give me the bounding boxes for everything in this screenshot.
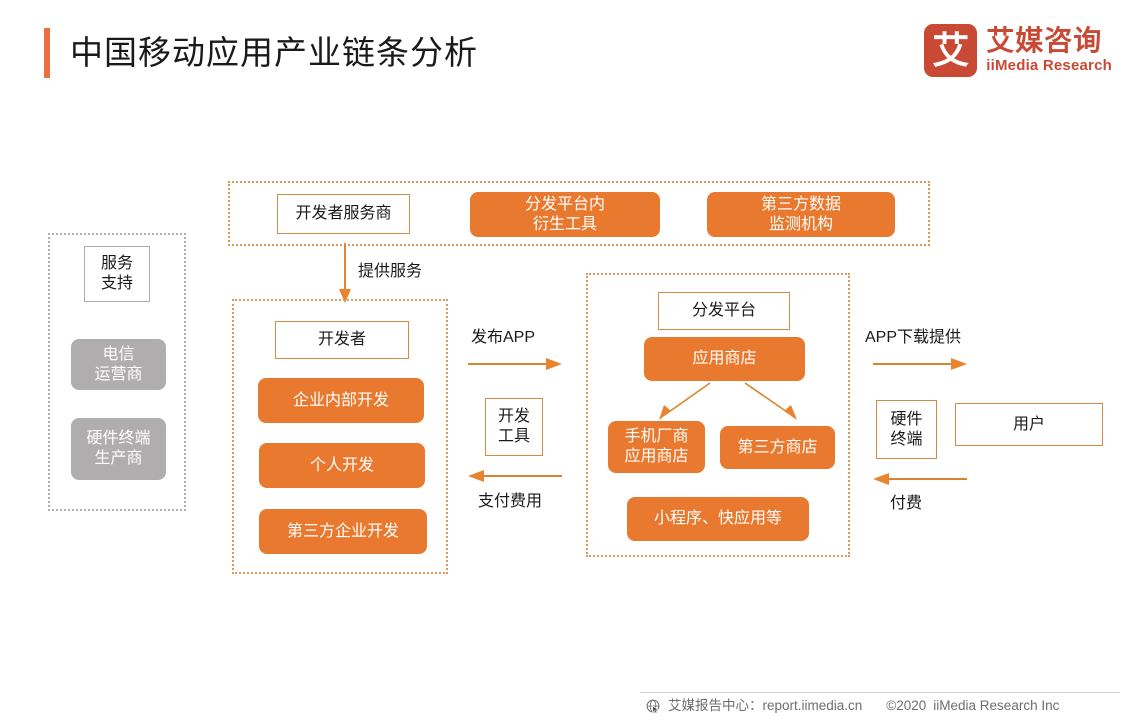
support-item-hardware-maker: 硬件终端 生产商 [71, 418, 166, 480]
payment-label: 付费 [890, 495, 923, 512]
app-download-label: APP下载提供 [865, 329, 962, 346]
service-row-group [228, 181, 930, 246]
service-header-box: 开发者服务商 [277, 194, 410, 234]
support-header-box: 服务 支持 [84, 246, 150, 302]
platform-store-third-party: 第三方商店 [720, 426, 835, 469]
logo-mark-icon: 艾 [924, 24, 978, 77]
payment-arrow [873, 473, 967, 485]
service-item-platform-tools: 分发平台内 衍生工具 [470, 192, 660, 237]
platform-branch-arrows [659, 382, 797, 420]
pay-fee-label: 支付费用 [478, 493, 543, 510]
support-column-group [48, 233, 186, 511]
publish-app-label: 发布APP [471, 329, 536, 346]
publish-app-arrow [468, 358, 562, 370]
logo-name-en: iiMedia Research [986, 57, 1112, 74]
footer-divider [640, 692, 1120, 693]
platform-store-vendor: 手机厂商 应用商店 [608, 421, 705, 473]
provide-service-arrow [339, 243, 351, 303]
platform-header-box: 分发平台 [658, 292, 790, 330]
footer-copyright: ©2020 [886, 698, 927, 713]
provide-service-label: 提供服务 [358, 263, 423, 280]
developer-item-individual: 个人开发 [259, 443, 425, 488]
pay-fee-arrow [468, 470, 562, 482]
user-box: 用户 [955, 403, 1103, 446]
footer-report-center: 艾媒报告中心：report.iimedia.cn [668, 698, 863, 713]
logo-name-cn: 艾媒咨询 [986, 25, 1103, 56]
footer: 艾媒报告中心：report.iimedia.cn ©2020 iiMedia R… [646, 697, 1059, 715]
title-accent-bar [44, 28, 50, 78]
page-title: 中国移动应用产业链条分析 [70, 34, 478, 71]
platform-misc-apps: 小程序、快应用等 [627, 497, 809, 541]
footer-company: iiMedia Research Inc [933, 698, 1060, 713]
brand-logo: 艾 艾媒咨询 iiMedia Research [924, 24, 1112, 77]
logo-text: 艾媒咨询 iiMedia Research [986, 26, 1112, 75]
developer-item-internal: 企业内部开发 [258, 378, 424, 423]
developer-item-third-party: 第三方企业开发 [259, 509, 427, 554]
hardware-terminal-box: 硬件 终端 [876, 400, 937, 459]
globe-cursor-icon [646, 699, 660, 714]
dev-tools-box: 开发 工具 [485, 398, 543, 456]
service-item-third-party-data: 第三方数据 监测机构 [707, 192, 895, 237]
platform-app-store: 应用商店 [644, 337, 805, 381]
developer-column-group [232, 299, 448, 574]
developer-header-box: 开发者 [275, 321, 409, 359]
app-download-arrow [873, 358, 967, 370]
platform-column-group [586, 273, 850, 557]
support-item-telecom: 电信 运营商 [71, 339, 166, 390]
